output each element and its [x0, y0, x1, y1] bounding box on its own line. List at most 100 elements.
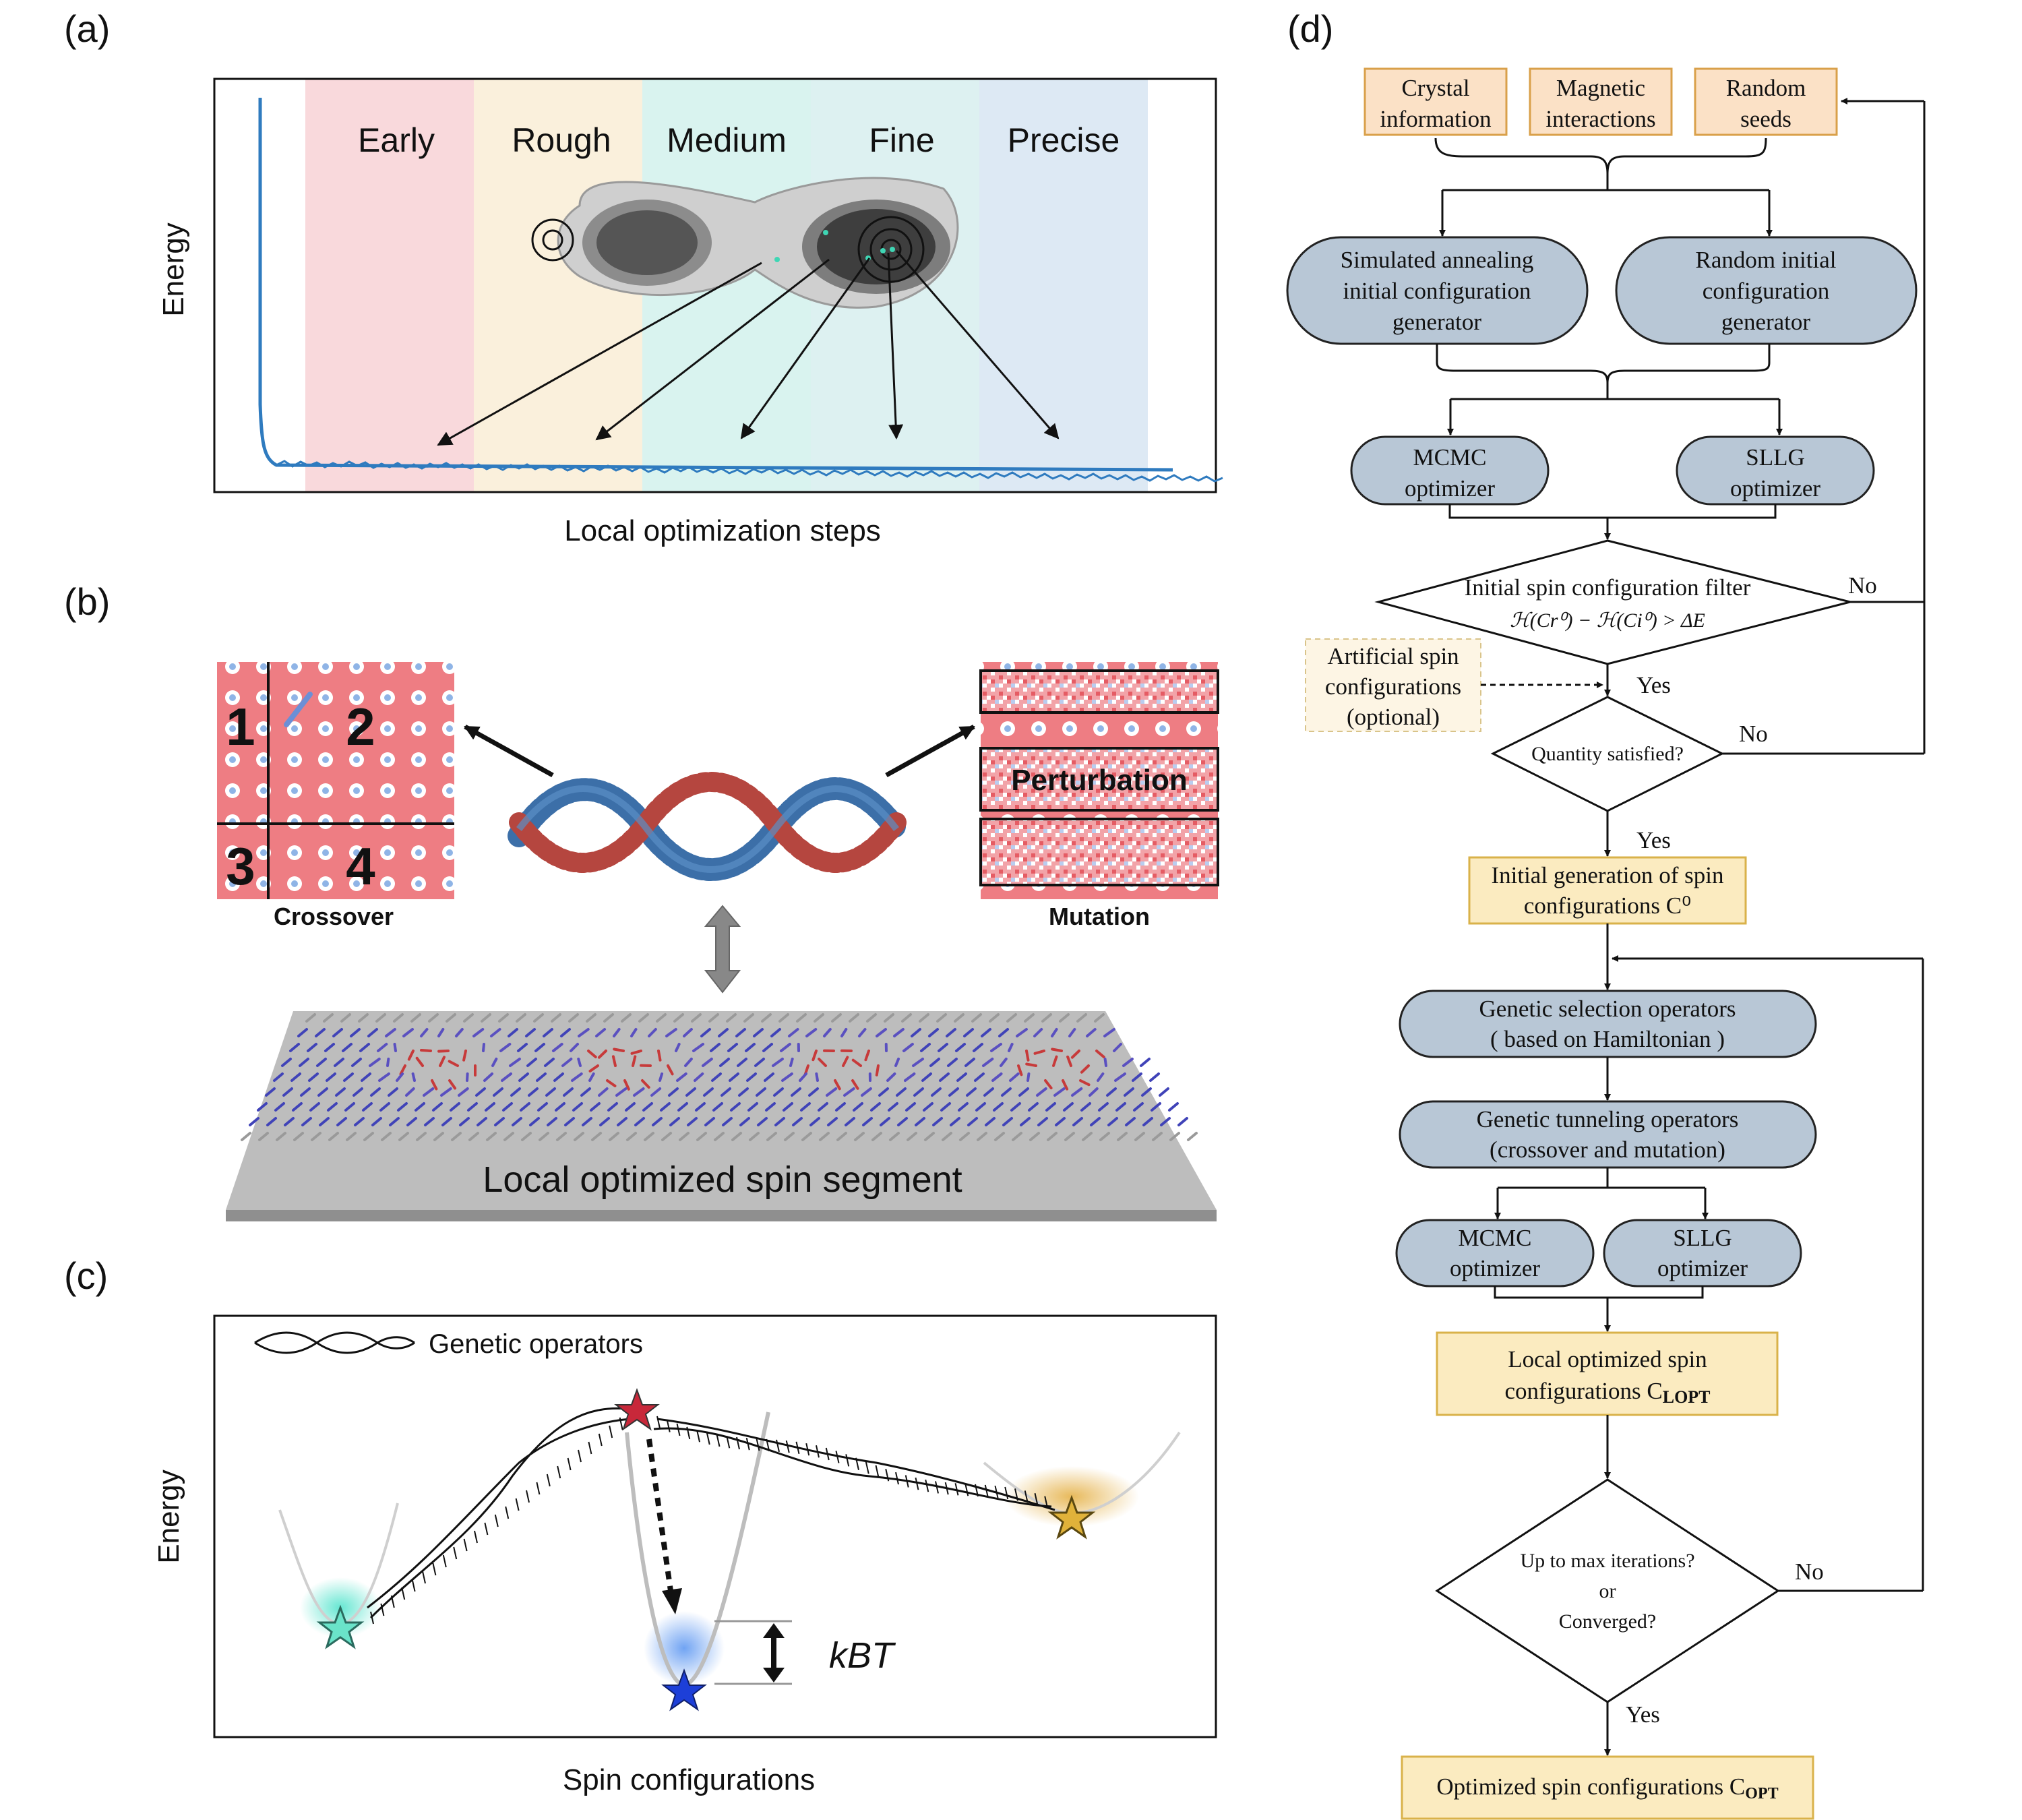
spin-arrow — [463, 1013, 474, 1023]
dna-rung — [390, 1595, 395, 1608]
quadrant-2: 2 — [346, 697, 375, 756]
spin-arrow — [598, 1087, 609, 1097]
spin-arrow — [831, 1013, 842, 1023]
spin-arrow — [1187, 1132, 1198, 1141]
spin-arrow — [1024, 1013, 1035, 1023]
spin-arrow — [1094, 1013, 1105, 1023]
input-brace — [1434, 138, 1767, 175]
dna-rung — [411, 1579, 416, 1592]
spin-arrow — [942, 1132, 952, 1141]
spin-arrow — [1125, 1117, 1136, 1126]
segment-label: Local optimized spin segment — [483, 1159, 962, 1200]
spin-arrow — [1027, 1072, 1031, 1082]
spin-arrow — [695, 1102, 706, 1112]
spin-arrow — [379, 1102, 390, 1112]
spin-arrow — [1071, 1087, 1083, 1097]
dna-rung — [915, 1477, 919, 1490]
spin-arrow — [448, 1079, 457, 1090]
phase-early: Early — [358, 121, 435, 159]
spin-arrow — [1072, 1117, 1083, 1126]
spin-arrow — [811, 1050, 818, 1062]
selection-operators-box: Genetic selection operators ( based on H… — [1399, 990, 1817, 1058]
svg-text:information: information — [1380, 106, 1491, 132]
spin-arrow — [661, 1132, 672, 1141]
spin-arrow — [702, 1058, 713, 1067]
spin-arrow — [801, 1132, 812, 1141]
arrow-rough — [595, 258, 830, 441]
spin-arrow — [958, 1102, 969, 1112]
spin-arrow — [687, 1117, 698, 1126]
spin-arrow — [293, 1132, 304, 1141]
spin-arrow — [406, 1117, 417, 1126]
spin-arrow — [446, 1013, 456, 1023]
spin-arrow — [362, 1102, 373, 1112]
spin-arrow — [547, 1117, 557, 1126]
dna-rung — [666, 1420, 671, 1432]
arrow-to-mutation — [885, 724, 975, 778]
spin-arrow — [770, 1028, 781, 1037]
spin-arrow — [491, 1058, 498, 1067]
spin-arrow — [543, 1028, 553, 1037]
spin-arrow — [836, 1132, 847, 1141]
spin-arrow — [462, 1050, 467, 1062]
spin-arrow — [607, 1102, 618, 1112]
svg-text:( based on Hamiltonian ): ( based on Hamiltonian ) — [1490, 1026, 1725, 1052]
spin-arrow — [424, 1117, 435, 1126]
spin-arrow — [415, 1102, 425, 1112]
spin-arrow — [1151, 1102, 1161, 1112]
spin-arrow — [660, 1102, 671, 1112]
optimizer-sllg-top: SLLG optimizer — [1676, 435, 1875, 506]
spin-arrow — [292, 1102, 303, 1112]
spin-arrow — [354, 1117, 365, 1126]
optimizer-sllg-bottom: SLLG optimizer — [1603, 1219, 1802, 1287]
spin-arrow — [981, 1028, 991, 1037]
dna-rung — [422, 1571, 426, 1584]
spin-arrow — [402, 1028, 414, 1037]
spin-arrow — [870, 1102, 881, 1112]
panel-a-xlabel: Local optimization steps — [564, 514, 881, 547]
spin-arrow — [346, 1132, 357, 1141]
spin-arrow — [455, 1028, 464, 1037]
panel-a-frame — [213, 78, 1217, 493]
spin-arrow — [843, 1087, 855, 1097]
spin-arrow — [282, 1087, 293, 1097]
spin-arrow — [290, 1072, 301, 1082]
spin-arrow — [284, 1117, 295, 1126]
spin-arrow — [866, 1013, 877, 1023]
spin-arrow — [657, 1050, 662, 1062]
spin-arrow — [266, 1117, 277, 1126]
spin-arrow — [440, 1087, 452, 1097]
dna-rung — [484, 1522, 489, 1536]
spin-arrow — [902, 1043, 914, 1052]
dna-rung — [453, 1546, 458, 1560]
spin-arrow — [510, 1087, 521, 1097]
dna-rung — [536, 1482, 541, 1495]
spin-arrow — [539, 1132, 549, 1141]
spin-arrows — [241, 1013, 1198, 1141]
spin-arrow — [729, 1072, 739, 1082]
spin-arrow — [778, 1013, 789, 1023]
spin-arrow — [499, 1043, 512, 1052]
spin-arrow — [560, 1028, 571, 1037]
spin-arrow — [597, 1050, 607, 1059]
spin-arrow — [1132, 1072, 1142, 1082]
spin-arrow — [1115, 1102, 1126, 1112]
spin-arrow — [625, 1102, 636, 1112]
spin-arrow — [508, 1028, 518, 1037]
spin-arrow — [1051, 1048, 1063, 1052]
panel-c-ylabel: Energy — [152, 1469, 185, 1563]
quadrant-3: 3 — [226, 837, 255, 896]
spin-arrow — [599, 1117, 610, 1126]
spin-arrow — [582, 1117, 592, 1126]
spin-arrow — [938, 1043, 948, 1052]
spin-arrow — [420, 1028, 429, 1037]
spin-arrow — [773, 1087, 784, 1097]
spin-arrow — [587, 1050, 597, 1059]
spin-arrow — [388, 1087, 398, 1097]
spin-arrow — [1036, 1087, 1047, 1097]
spin-arrow — [411, 1072, 416, 1082]
spin-arrow — [991, 1072, 1003, 1082]
spin-arrow — [257, 1102, 268, 1112]
spin-arrow — [1117, 1132, 1128, 1141]
final-output-box: Optimized spin configurations COPT — [1401, 1755, 1814, 1820]
